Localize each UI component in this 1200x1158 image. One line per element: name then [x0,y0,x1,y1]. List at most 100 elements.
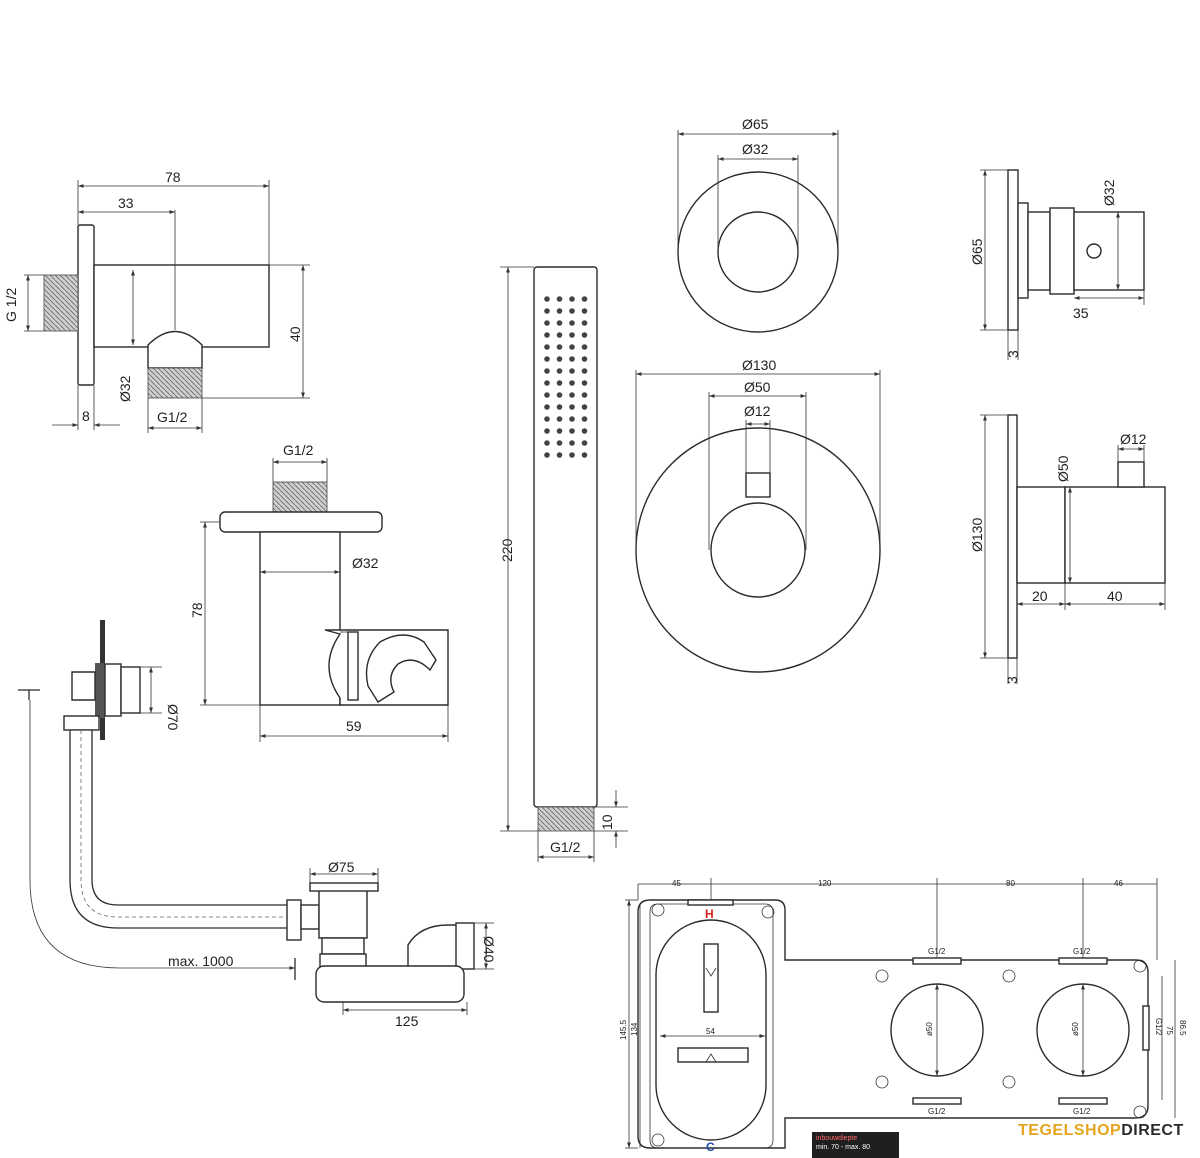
label-angle-flange: 8 [82,408,90,424]
label-box-h3: 86.5 [1178,1020,1187,1036]
label-box-g1: G1/2 [928,947,946,956]
spray-nozzle [544,356,550,362]
spray-nozzle [556,368,563,374]
spray-nozzle [556,320,563,326]
spray-nozzle [569,452,575,458]
label-thermo-side-knob: Ø50 [1055,455,1071,482]
spray-nozzle [556,440,563,446]
label-thermo-dia-knob: Ø50 [744,379,771,395]
spray-nozzle [556,296,563,302]
label-angle-center: 33 [118,195,134,211]
label-box-h2: 134 [630,1022,639,1036]
spray-nozzle [581,344,588,350]
spray-nozzle [581,368,588,374]
spray-nozzle [581,320,588,326]
spray-nozzle [556,452,563,458]
label-angle-thread: G 1/2 [3,288,19,322]
spray-nozzle [544,332,550,338]
label-holder-depth: 59 [346,718,362,734]
spray-nozzle [544,404,550,410]
label-stop-side-depth: 35 [1073,305,1089,321]
installation-depth-note: inbouwdiepte min. 70 - max. 80 [812,1132,899,1158]
label-holder-thread: G1/2 [283,442,314,458]
label-thermo-side-b: 40 [1107,588,1123,604]
label-box-d2: 120 [818,879,832,888]
label-box-h1: 145.5 [619,1019,628,1040]
brand-logo-part2: DIRECT [1121,1122,1184,1139]
label-box-h4: 75 [1165,1026,1174,1035]
wall-elbow-drawing: 78 33 G 1/2 40 Ø32 8 G1/2 [3,169,310,433]
spray-nozzle [569,416,575,422]
bath-waste-drawing: Ø70 Ø75 Ø40 max. 1000 125 [18,620,497,1029]
spray-nozzle [569,308,575,314]
label-bath-width: 125 [395,1013,419,1029]
label-holder-height: 78 [189,602,205,618]
label-box-inner: 54 [706,1027,715,1036]
spray-nozzle [581,416,588,422]
spray-nozzle [556,344,563,350]
note-title: inbouwdiepte [816,1135,858,1142]
spray-nozzle [556,308,563,314]
spray-nozzle [581,392,588,398]
label-box-d1: 45 [672,879,681,888]
spray-nozzle [569,332,575,338]
spray-nozzle [544,440,550,446]
spray-nozzle [581,428,588,434]
label-stop-side-knob: Ø32 [1101,179,1117,206]
label-angle-outlet: G1/2 [157,409,188,425]
label-angle-total: 78 [165,169,181,185]
spray-nozzle [581,380,588,386]
shower-holder-drawing: G1/2 Ø32 78 59 [189,442,449,742]
spray-nozzle [556,392,563,398]
label-holder-dia: Ø32 [352,555,379,571]
spray-nozzle [544,320,550,326]
spray-nozzle [581,356,588,362]
label-thermo-dia-stem: Ø12 [744,403,771,419]
label-stop-side-plate: 3 [1005,350,1021,358]
label-box-c1: ø50 [925,1022,934,1036]
label-box-g2: G1/2 [1073,947,1091,956]
spray-nozzle [569,404,575,410]
label-hand-thread: G1/2 [550,839,581,855]
brand-logo: TEGELSHOPDIRECT [1018,1122,1184,1140]
spray-nozzle [544,428,550,434]
stop-valve-side-drawing: Ø65 Ø32 35 3 [969,169,1145,360]
label-box-d3: 80 [1006,879,1015,888]
thermostat-front-drawing: Ø130 Ø50 Ø12 [635,357,881,673]
spray-nozzle [556,380,563,386]
label-box-g4: G1/2 [1073,1107,1091,1116]
spray-nozzle [569,428,575,434]
spray-nozzle [581,452,588,458]
label-thermo-side-plate: 3 [1004,676,1020,684]
label-thermo-dia-outer: Ø130 [742,357,776,373]
label-angle-dia: Ø32 [117,375,133,402]
spray-nozzle [544,296,550,302]
label-thermo-side-stem: Ø12 [1120,431,1147,447]
spray-nozzle [544,368,550,374]
label-thermo-side-outer: Ø130 [969,518,985,552]
label-box-c2: ø50 [1071,1022,1080,1036]
stop-valve-front-drawing: Ø65 Ø32 [677,116,839,333]
spray-nozzles [544,296,588,458]
label-box-d4: 46 [1114,879,1123,888]
thermostat-side-drawing: Ø130 Ø50 Ø12 20 40 3 [969,414,1166,684]
label-box-hot: H [705,907,714,921]
spray-nozzle [556,416,563,422]
label-thermo-side-a: 20 [1032,588,1048,604]
spray-nozzle [556,404,563,410]
spray-nozzle [581,308,588,314]
spray-nozzle [581,440,588,446]
label-box-g3: G1/2 [928,1107,946,1116]
label-stop-dia-outer: Ø65 [742,116,769,132]
spray-nozzle [569,356,575,362]
spray-nozzle [544,308,550,314]
label-stop-dia-inner: Ø32 [742,141,769,157]
spray-nozzle [569,392,575,398]
spray-nozzle [569,368,575,374]
note-range: min. 70 - max. 80 [816,1144,871,1151]
spray-nozzle [544,452,550,458]
label-hand-thread-len: 10 [599,814,615,830]
brand-logo-part1: TEGELSHOP [1018,1122,1122,1139]
label-hand-length: 220 [499,538,515,562]
